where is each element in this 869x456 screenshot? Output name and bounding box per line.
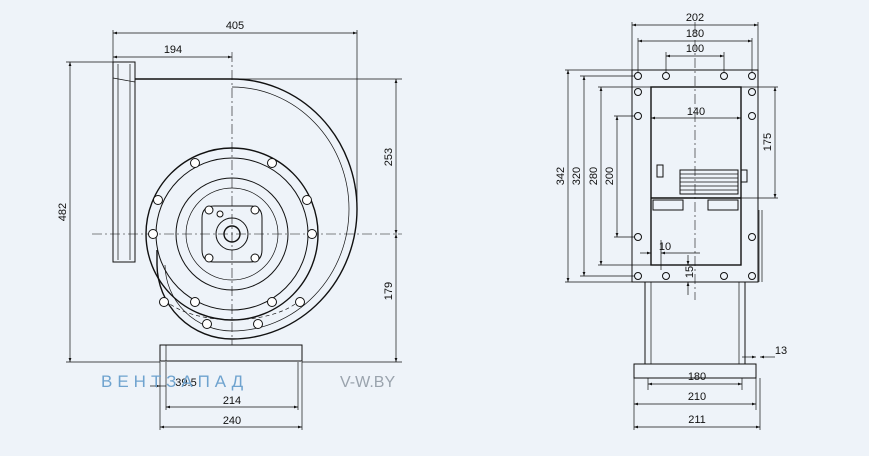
side-view: 202 180 100 140 342 320 280 200 175 10 1…: [555, 12, 787, 430]
dim-39-5: 39.5: [175, 377, 196, 389]
dim-482: 482: [57, 203, 69, 221]
dim-13: 13: [775, 345, 787, 357]
dim-405: 405: [226, 20, 244, 32]
dim-200: 200: [604, 167, 616, 185]
dim-180-bottom: 180: [688, 371, 706, 383]
dim-140: 140: [687, 106, 705, 118]
shaft: [223, 225, 241, 243]
hub-bolts: [204, 205, 260, 263]
base-plate: [633, 363, 757, 379]
watermark: ВЕНТЗАПАД V-W.BY: [101, 372, 395, 391]
dim-194: 194: [164, 44, 182, 56]
motor-hub: [201, 205, 263, 263]
dim-240: 240: [223, 415, 241, 427]
mounting-flange: [145, 147, 319, 321]
dim-175: 175: [762, 133, 774, 151]
dim-15: 15: [684, 266, 696, 278]
dim-10: 10: [659, 241, 671, 253]
dim-320: 320: [571, 167, 583, 185]
front-view: 405 194 482 253 179 39.5 214 240: [57, 20, 402, 430]
dim-210: 210: [688, 391, 706, 403]
dim-202: 202: [686, 12, 704, 24]
dim-179: 179: [383, 282, 395, 300]
dim-214: 214: [223, 395, 241, 407]
flange-bolts: [148, 158, 317, 329]
motor-plate: [175, 177, 289, 291]
outlet: [159, 344, 303, 362]
dim-100: 100: [686, 43, 704, 55]
watermark-site: V-W.BY: [340, 374, 395, 391]
dim-211: 211: [688, 414, 706, 426]
dim-180-top: 180: [686, 28, 704, 40]
scroll-housing: [135, 78, 358, 340]
side-flange-holes: [634, 72, 756, 280]
inlet-duct: [112, 61, 136, 263]
dim-342: 342: [555, 167, 567, 185]
watermark-brand: ВЕНТЗАПАД: [101, 372, 248, 391]
dim-253: 253: [383, 148, 395, 166]
dim-280: 280: [588, 167, 600, 185]
